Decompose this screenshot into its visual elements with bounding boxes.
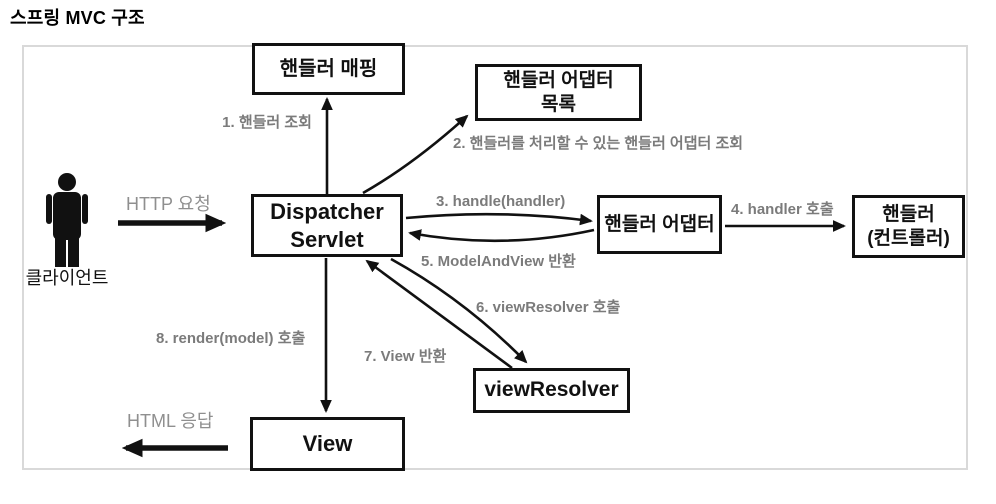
client-person-icon — [46, 173, 88, 267]
node-handler-controller-line2: (컨트롤러) — [867, 227, 950, 249]
edge-label-step3: 3. handle(handler) — [436, 193, 566, 210]
edge-label-step5: 5. ModelAndView 반환 — [421, 253, 576, 270]
arrow-step2 — [362, 114, 469, 195]
edge-label-http-request: HTTP 요청 — [126, 194, 211, 214]
node-view-resolver-label: viewResolver — [484, 378, 619, 402]
edge-label-html-response: HTML 응답 — [127, 411, 214, 431]
node-handler-controller-line1: 핸들러 — [882, 203, 935, 225]
edge-label-step6: 6. viewResolver 호출 — [476, 299, 621, 316]
node-view-label: View — [302, 431, 353, 457]
node-handler-adapter-list-line2: 목록 — [541, 93, 576, 115]
node-handler-adapter-list: 핸들러 어댑터 목록 — [475, 64, 642, 121]
arrow-step6 — [390, 257, 528, 364]
node-handler-mapping-label: 핸들러 매핑 — [279, 57, 378, 80]
edge-label-step7: 7. View 반환 — [364, 348, 447, 365]
node-handler-adapter: 핸들러 어댑터 — [597, 195, 722, 254]
node-dispatcher-servlet-line1: Dispatcher — [270, 199, 384, 224]
arrow-step5 — [408, 228, 595, 243]
node-handler-controller: 핸들러 (컨트롤러) — [852, 195, 965, 258]
node-handler-adapter-list-line1: 핸들러 어댑터 — [503, 69, 614, 91]
edge-label-step4: 4. handler 호출 — [731, 201, 834, 218]
node-view: View — [250, 417, 405, 471]
node-dispatcher-servlet-line2: Servlet — [290, 226, 364, 252]
node-view-resolver: viewResolver — [473, 368, 630, 413]
arrow-step7 — [365, 259, 513, 370]
client-label: 클라이언트 — [25, 268, 109, 288]
edge-label-step8: 8. render(model) 호출 — [156, 330, 306, 347]
edge-label-step2: 2. 핸들러를 처리할 수 있는 핸들러 어댑터 조회 — [453, 135, 744, 152]
arrow-step3 — [405, 212, 593, 226]
node-dispatcher-servlet: Dispatcher Servlet — [251, 194, 403, 257]
node-handler-adapter-label: 핸들러 어댑터 — [604, 213, 715, 235]
page-title: 스프링 MVC 구조 — [10, 8, 145, 28]
edge-label-step1: 1. 핸들러 조회 — [222, 114, 312, 131]
node-handler-mapping: 핸들러 매핑 — [252, 43, 405, 95]
